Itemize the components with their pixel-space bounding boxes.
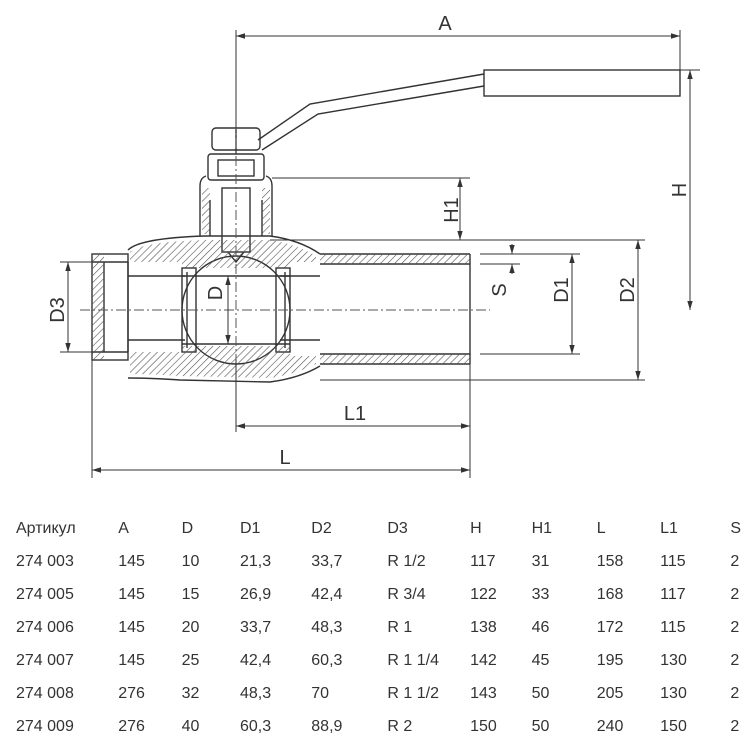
table-cell: 32	[181, 684, 200, 702]
table-header-row: Артикул A D D1 D2 D3 H H1 L L1 S	[16, 512, 750, 545]
table-cell: 150	[660, 717, 687, 735]
table-cell: 274 003	[16, 552, 74, 570]
table-row: 274 007 145 25 42,4 60,3 R 1 1/4 142 45 195 130 2	[16, 644, 750, 677]
table-cell: 274 007	[16, 651, 74, 669]
column-header: D2	[311, 519, 332, 537]
table-cell: 70	[311, 684, 330, 702]
table-cell: 48,3	[239, 684, 272, 702]
table-cell: 115	[660, 552, 686, 570]
table-cell: 33	[531, 585, 550, 603]
table-cell: 42,4	[311, 585, 343, 603]
table-cell: 2	[730, 684, 740, 702]
table-cell: 48,3	[311, 618, 343, 636]
table-cell: 25	[181, 651, 200, 669]
table-cell: 46	[531, 618, 550, 636]
label-a: A	[438, 13, 452, 35]
table-row: 274 006 145 20 33,7 48,3 R 1 138 46 172 115 2	[16, 611, 750, 644]
label-l: L	[279, 447, 290, 469]
table-cell: R 1 1/2	[387, 684, 439, 702]
table-cell: 276	[118, 684, 145, 702]
table-cell: 158	[596, 552, 624, 570]
table-cell: 50	[531, 717, 550, 735]
table-cell: 143	[470, 684, 497, 702]
label-d2: D2	[617, 277, 639, 303]
column-header: L1	[660, 519, 678, 537]
table-cell: 2	[730, 618, 740, 636]
table-cell: 50	[531, 684, 550, 702]
table-cell: 240	[596, 717, 624, 735]
table-cell: R 3/4	[387, 585, 426, 603]
label-d1: D1	[551, 277, 573, 303]
table-cell: 130	[660, 684, 687, 702]
table-cell: 274 006	[16, 618, 74, 636]
table-cell: 138	[470, 618, 497, 636]
table-cell: 20	[181, 618, 200, 636]
table-cell: 145	[118, 618, 145, 636]
table-cell: 88,9	[311, 717, 343, 735]
valve-body	[91, 69, 681, 383]
table-cell: R 1/2	[387, 552, 426, 570]
column-header: L	[596, 519, 606, 537]
table-cell: 60,3	[311, 651, 343, 669]
table-cell: 40	[181, 717, 200, 735]
column-header: D1	[239, 519, 261, 537]
table-cell: 205	[596, 684, 624, 702]
table-cell: 117	[470, 552, 496, 570]
column-header: H	[470, 519, 482, 537]
dimensions-table: Артикул A D D1 D2 D3 H H1 L L1 S 274 003 145 10 21,3 3…	[16, 512, 750, 743]
table-cell: 168	[596, 585, 624, 603]
label-d: D	[205, 286, 227, 300]
table-cell: 60,3	[239, 717, 272, 735]
column-header: H1	[531, 519, 553, 537]
table-cell: R 2	[387, 717, 413, 735]
column-header: D3	[387, 519, 408, 537]
column-header: S	[730, 519, 741, 537]
label-s: S	[489, 283, 511, 296]
table-cell: 117	[660, 585, 686, 603]
table-row: 274 003 145 10 21,3 33,7 R 1/2 117 31 158 115 2	[16, 545, 750, 578]
table-cell: 145	[118, 585, 145, 603]
table-cell: 2	[730, 552, 740, 570]
table-cell: 42,4	[239, 651, 272, 669]
table-cell: 145	[118, 651, 145, 669]
table-cell: 115	[660, 618, 686, 636]
dimension-lines	[60, 30, 700, 478]
column-header: D	[181, 519, 194, 537]
ball-valve-drawing: A H H1 S D1 D2 D3 D L1 L	[47, 13, 700, 478]
table-cell: R 1	[387, 618, 413, 636]
table-cell: 21,3	[239, 552, 272, 570]
table-cell: 33,7	[239, 618, 272, 636]
table-cell: 10	[181, 552, 200, 570]
label-l1: L1	[344, 403, 366, 425]
table-cell: 15	[181, 585, 200, 603]
table-cell: 33,7	[311, 552, 343, 570]
table-cell: 45	[531, 651, 550, 669]
table-row: 274 008 276 32 48,3 70 R 1 1/2 143 50 205 130 2	[16, 677, 750, 710]
table-cell: 2	[730, 717, 740, 735]
table-cell: 274 009	[16, 717, 74, 735]
column-header: Артикул	[16, 519, 76, 537]
table-cell: 31	[531, 552, 550, 570]
table-cell: 172	[596, 618, 624, 636]
table-cell: 26,9	[239, 585, 272, 603]
table-cell: 142	[470, 651, 497, 669]
table-cell: R 1 1/4	[387, 651, 439, 669]
table-row: 274 009 276 40 60,3 88,9 R 2 150 50 240 150 2	[16, 710, 750, 743]
label-d3: D3	[47, 297, 69, 323]
table-cell: 274 008	[16, 684, 74, 702]
table-cell: 130	[660, 651, 687, 669]
table-row: 274 005 145 15 26,9 42,4 R 3/4 122 33 168 117 2	[16, 578, 750, 611]
label-h: H	[669, 183, 691, 197]
section-hatching	[92, 188, 470, 378]
table-cell: 2	[730, 651, 740, 669]
table-cell: 150	[470, 717, 497, 735]
table-cell: 195	[596, 651, 624, 669]
column-header: A	[118, 519, 129, 537]
table-cell: 122	[470, 585, 497, 603]
table-cell: 145	[118, 552, 145, 570]
label-h1: H1	[441, 197, 463, 223]
table-cell: 274 005	[16, 585, 74, 603]
table-cell: 276	[118, 717, 145, 735]
table-cell: 2	[730, 585, 740, 603]
